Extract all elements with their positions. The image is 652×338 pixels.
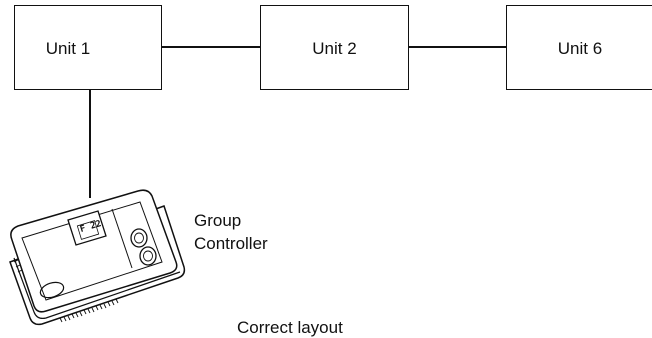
connector-unit2-unit6	[409, 46, 506, 48]
unit-box-6: Unit 6	[506, 5, 652, 90]
controller-label-line1: Group	[194, 211, 242, 230]
unit-label-6: Unit 6	[557, 39, 603, 58]
unit-box-1: Unit 1	[14, 5, 162, 90]
wiring-diagram: Unit 1 Unit 2 Unit 6	[9, 5, 652, 337]
unit-label-2: Unit 2	[312, 39, 357, 58]
connector-unit1-controller	[89, 90, 91, 198]
diagram-caption: Correct layout	[237, 318, 343, 337]
unit-box-2: Unit 2	[260, 5, 409, 90]
group-controller-device	[9, 189, 186, 326]
connector-unit1-unit2	[162, 46, 260, 48]
controller-label-line2: Controller	[194, 234, 268, 253]
unit-label-1: Unit 1	[45, 39, 91, 58]
